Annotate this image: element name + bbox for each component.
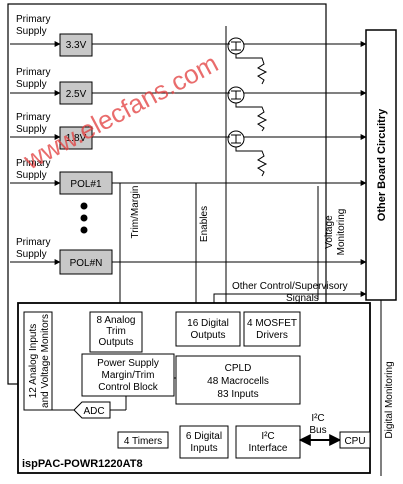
- adc-label: ADC: [83, 406, 104, 417]
- cpld-line-2: 48 Macrocells: [207, 376, 269, 387]
- psu-block-line-1: Power Supply: [97, 358, 159, 369]
- i2c-interface-block: [235, 425, 301, 459]
- digital-monitoring-label: Digital Monitoring: [384, 361, 395, 438]
- trim-outputs-line-1: 8 Analog: [97, 315, 136, 326]
- supervisory-label-2: Signals: [286, 293, 319, 304]
- trim-outputs-block: [89, 311, 143, 353]
- digital-outputs-line-2: Outputs: [190, 330, 225, 341]
- resistor-1: [235, 54, 268, 85]
- supply-box-pol1-label: POL#1: [70, 179, 102, 190]
- ellipsis-dot-1: [80, 202, 88, 210]
- supply-box-1v8-label: 1.8V: [66, 133, 87, 144]
- digital-outputs-line-1: 16 Digital: [187, 318, 229, 329]
- chip-name: ispPAC-POWR1220AT8: [22, 458, 143, 470]
- primary-supply-label-3a: Primary: [16, 112, 50, 123]
- cpu-label: CPU: [344, 436, 365, 447]
- supply-row-1: Primary Supply 3.3V: [10, 14, 226, 57]
- bus-label-2: Bus: [309, 425, 326, 436]
- primary-supply-label-4a: Primary: [16, 158, 50, 169]
- psu-margin-block: [81, 353, 175, 397]
- other-board-label: Other Board Circuitry: [376, 108, 388, 221]
- digital-outputs-block: [175, 311, 241, 347]
- analog-inputs-block: [23, 311, 53, 411]
- digital-inputs-block: [179, 425, 229, 459]
- psu-block-line-2: Margin/Trim: [102, 370, 155, 381]
- primary-supply-label-5a: Primary: [16, 237, 50, 248]
- resistor-2: [235, 103, 268, 132]
- mosfet-2: [227, 86, 245, 104]
- ellipsis-dot-3: [80, 226, 88, 234]
- primary-supply-label-5b: Supply: [16, 249, 47, 260]
- psu-block-line-3: Control Block: [98, 382, 158, 393]
- supply-row-5: Primary Supply POL#N: [10, 237, 367, 275]
- trim-outputs-line-3: Outputs: [98, 337, 133, 348]
- digital-inputs-line-2: Inputs: [190, 443, 217, 454]
- cpld-line-3: 83 Inputs: [217, 389, 258, 400]
- supply-box-3v3-label: 3.3V: [66, 40, 87, 51]
- cpld-block: [175, 355, 301, 405]
- supply-row-2: Primary Supply 2.5V: [10, 67, 226, 105]
- other-board-circuitry-block: Other Board Circuitry: [365, 29, 397, 301]
- primary-supply-label-3b: Supply: [16, 124, 47, 135]
- timers-label: 4 Timers: [124, 436, 162, 447]
- mosfet-1: [227, 37, 245, 55]
- bus-label-1: I²C: [311, 413, 324, 424]
- primary-supply-label-1b: Supply: [16, 26, 47, 37]
- primary-supply-label-2b: Supply: [16, 79, 47, 90]
- i2c-interface-line-1: I²C: [261, 431, 274, 442]
- monitoring-label: Monitoring: [336, 209, 347, 256]
- voltage-label: Voltage: [324, 215, 335, 249]
- mosfet-drivers-block: [243, 311, 301, 347]
- enables-label: Enables: [199, 206, 210, 242]
- trim-margin-label: Trim/Margin: [130, 186, 141, 239]
- primary-supply-label-2a: Primary: [16, 67, 50, 78]
- supply-row-3: Primary Supply 1.8V: [10, 112, 226, 150]
- trim-outputs-line-2: Trim: [106, 326, 126, 337]
- analog-inputs-label-1: 12 Analog Inputs: [28, 324, 39, 399]
- digital-inputs-line-1: 6 Digital: [186, 431, 222, 442]
- supervisory-label-1: Other Control/Supervisory: [232, 281, 348, 292]
- supply-row-4: Primary Supply POL#1: [10, 158, 367, 195]
- isppac-chip: ispPAC-POWR1220AT8 12 Analog Inputs and …: [17, 302, 371, 474]
- supply-box-2v5-label: 2.5V: [66, 89, 87, 100]
- resistor-3: [235, 147, 268, 177]
- primary-supply-label-1a: Primary: [16, 14, 50, 25]
- mosfet-drivers-line-1: 4 MOSFET: [247, 318, 297, 329]
- analog-inputs-label-2: and Voltage Monitors: [40, 314, 51, 408]
- mosfet-3: [227, 130, 245, 148]
- cpld-line-1: CPLD: [225, 363, 252, 374]
- timers-block: [117, 431, 169, 449]
- supply-box-3v3: [59, 33, 93, 57]
- mosfet-drivers-line-2: Drivers: [256, 330, 288, 341]
- supply-box-poln-label: POL#N: [70, 258, 103, 269]
- supply-box-poln: [59, 249, 113, 275]
- cpu-block: [339, 431, 371, 449]
- primary-supply-label-4b: Supply: [16, 170, 47, 181]
- supply-box-1v8: [59, 126, 93, 150]
- i2c-interface-line-2: Interface: [249, 443, 288, 454]
- ellipsis-dot-2: [80, 214, 88, 222]
